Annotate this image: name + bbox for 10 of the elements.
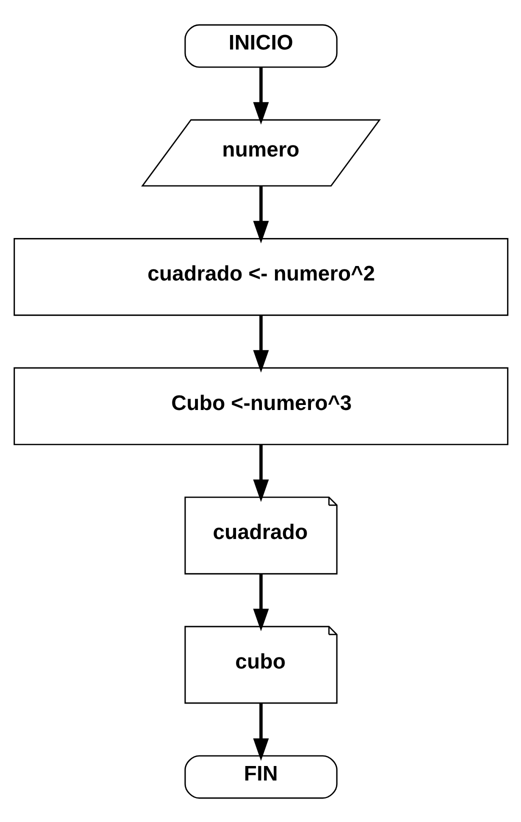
- node-box: FIN: [184, 754, 338, 798]
- arrow: [252, 444, 268, 502]
- arrow: [252, 702, 268, 760]
- arrow: [252, 186, 268, 243]
- arrow: [252, 66, 268, 124]
- node-box: Cubo <-numero^3: [13, 366, 508, 445]
- arrow: [252, 314, 268, 372]
- arrow: [252, 573, 268, 631]
- node-box: cuadrado <- numero^2: [13, 238, 508, 316]
- node-box: INICIO: [184, 24, 338, 68]
